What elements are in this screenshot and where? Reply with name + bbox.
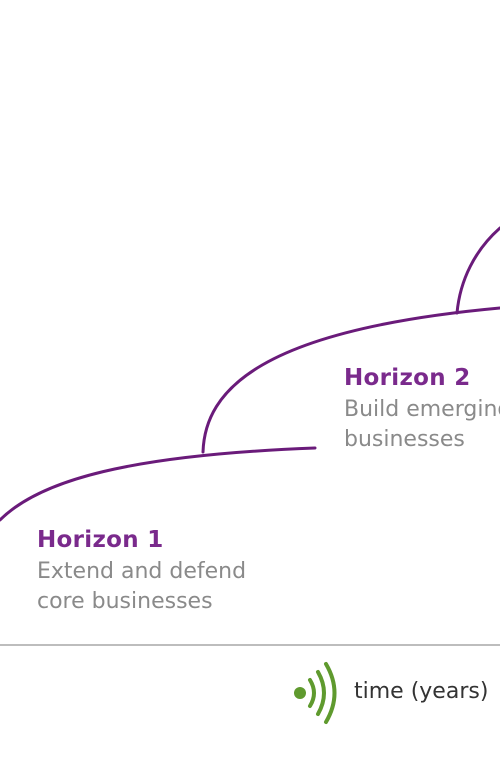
- horizon-2-title: Horizon 2: [344, 365, 471, 391]
- signal-waves-icon: [294, 662, 337, 724]
- horizon-1-description-line: Extend and defend: [37, 559, 247, 584]
- horizon-2-description-line: businesses: [344, 427, 465, 452]
- horizon-1-description-line: core businesses: [37, 589, 213, 614]
- horizon-1-description: Extend and defend core businesses: [37, 557, 246, 617]
- horizon-2-curve: [201, 306, 500, 454]
- time-axis-label: time (years): [354, 679, 489, 704]
- horizon-1-curve: [0, 446, 317, 522]
- horizon-2-description: Build emerging businesses: [344, 395, 500, 455]
- horizon-3-curve: [455, 226, 500, 315]
- horizon-1-title: Horizon 1: [37, 527, 164, 553]
- horizon-2-description-line: Build emerging: [344, 397, 500, 422]
